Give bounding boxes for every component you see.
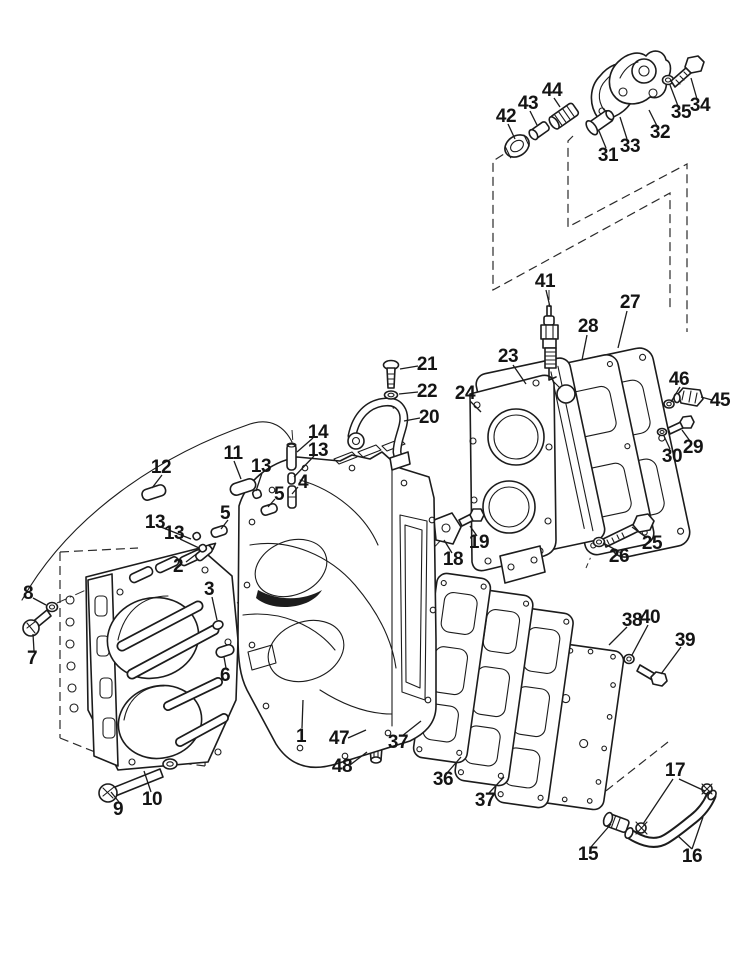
washer-8 bbox=[45, 601, 59, 613]
washer-26 bbox=[592, 536, 606, 548]
fitting-15 bbox=[602, 811, 630, 834]
washer-35 bbox=[661, 74, 675, 86]
pin-6 bbox=[215, 643, 235, 659]
stud-14 bbox=[286, 442, 297, 471]
pin-11 bbox=[229, 478, 257, 496]
plug-3 bbox=[212, 620, 224, 630]
check-valve-43 bbox=[528, 121, 550, 141]
bolt-7 bbox=[22, 609, 52, 637]
check-valve-cap-42 bbox=[504, 134, 530, 159]
leader-lines bbox=[32, 77, 713, 850]
pin-13a bbox=[287, 472, 296, 485]
hose-clamp-17-left bbox=[635, 821, 648, 835]
stud-2 bbox=[194, 542, 217, 562]
bolt-39 bbox=[636, 664, 668, 687]
bolt-34 bbox=[670, 55, 705, 88]
washer-22 bbox=[383, 390, 399, 400]
bolt-29 bbox=[667, 415, 695, 435]
washer-40 bbox=[623, 653, 635, 665]
pin-13b bbox=[251, 488, 263, 500]
manifold-assembly bbox=[65, 547, 239, 771]
dowel-pins bbox=[141, 442, 297, 659]
head-gasket-24 bbox=[469, 374, 557, 584]
cover-plate-32 bbox=[608, 50, 672, 105]
washer-30 bbox=[656, 427, 668, 437]
bolt-25 bbox=[602, 513, 655, 548]
plug-45 bbox=[673, 387, 704, 407]
pin-13d bbox=[198, 543, 208, 553]
hose-16 bbox=[624, 789, 717, 848]
pin-5b bbox=[210, 524, 228, 538]
cylinder-block-1 bbox=[237, 438, 437, 769]
bolt-9 bbox=[98, 768, 164, 803]
bolt-21 bbox=[382, 359, 400, 389]
stud-4 bbox=[287, 485, 297, 509]
washer-46 bbox=[663, 399, 675, 409]
pin-5a bbox=[260, 502, 278, 516]
fitting-31 bbox=[585, 109, 615, 136]
pin-13c bbox=[192, 531, 202, 541]
bolt-19 bbox=[458, 508, 485, 527]
bracket-18 bbox=[433, 512, 462, 545]
spark-plug-41 bbox=[540, 305, 559, 381]
washer-10 bbox=[162, 758, 178, 770]
check-valve-spring-44 bbox=[548, 102, 580, 130]
lifting-bracket-20 bbox=[347, 397, 411, 471]
